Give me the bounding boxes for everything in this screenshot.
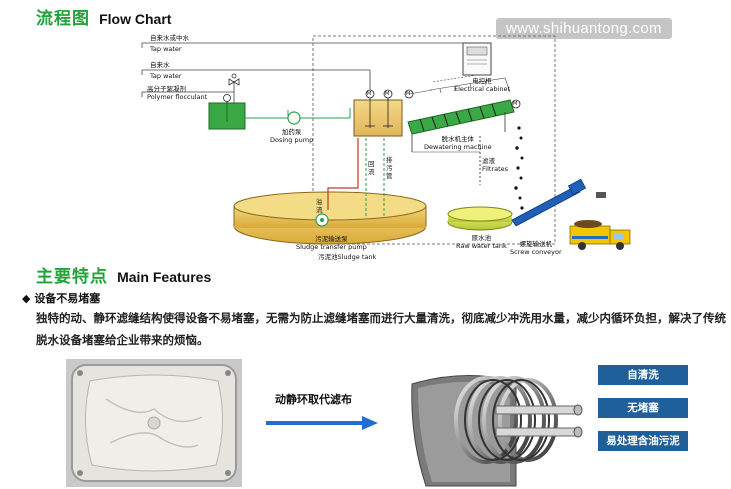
watermark: www.shihuantong.com bbox=[496, 18, 672, 39]
raw-water-tank-icon bbox=[447, 206, 513, 231]
transfer-pump-icon bbox=[315, 213, 329, 227]
sludge-tank-label: 污泥池Sludge tank bbox=[318, 253, 377, 261]
motor-icon bbox=[365, 89, 414, 99]
process-diagram bbox=[141, 35, 631, 250]
equipment-enclosure bbox=[312, 35, 556, 245]
spray-line bbox=[429, 77, 511, 94]
dewatering-machine-icon bbox=[407, 99, 515, 152]
motor-label: M bbox=[513, 101, 518, 107]
flocculant-line bbox=[141, 82, 235, 104]
feature-paragraph: 独特的动、静环滤缝结构使得设备不易堵塞，无需为防止滤缝堵塞而进行大量清洗，彻底减… bbox=[36, 311, 726, 347]
tap-water-line-1 bbox=[141, 42, 470, 48]
mixing-tank-icon bbox=[353, 96, 403, 137]
motor-label: M bbox=[385, 91, 390, 97]
motor-icon bbox=[511, 99, 521, 109]
features-title-cn: 主要特点 bbox=[36, 267, 108, 287]
moving-fixed-rings-image bbox=[411, 374, 583, 487]
screw-conveyor-icon bbox=[511, 178, 606, 227]
motor-label: M bbox=[367, 91, 372, 97]
features-title-en: Main Features bbox=[117, 269, 212, 285]
feature-subtitle: ◆ 设备不易堵塞 bbox=[22, 290, 100, 306]
dosing-line bbox=[245, 110, 289, 119]
main-features-title: 主要特点 Main Features bbox=[36, 262, 211, 287]
motor-label: M bbox=[406, 91, 411, 97]
badge-oily-sludge: 易处理含油污泥 bbox=[598, 431, 688, 451]
flow-title-en: Flow Chart bbox=[99, 11, 172, 27]
flow-chart-title: 流程图 Flow Chart bbox=[36, 4, 171, 29]
right-arrow-icon bbox=[266, 416, 378, 430]
overflow-label: 溢流 bbox=[316, 198, 323, 214]
replacement-arrow-label: 动静环取代滤布 bbox=[275, 393, 352, 406]
badge-self-cleaning: 自清洗 bbox=[598, 365, 688, 385]
flocculant-tank-icon bbox=[208, 94, 246, 130]
sludge-tank-icon bbox=[233, 191, 427, 245]
sludge-cake-drops bbox=[514, 126, 524, 210]
dosing-pump-icon bbox=[287, 108, 351, 125]
bullet-icon: ◆ bbox=[22, 292, 31, 305]
return-flow-label: 回流 bbox=[368, 160, 375, 176]
truck-icon bbox=[569, 220, 631, 250]
sludge-feed-line bbox=[327, 138, 359, 210]
electrical-cabinet-icon bbox=[462, 42, 492, 76]
control-line bbox=[431, 74, 478, 83]
filter-cloth-plate-image bbox=[66, 359, 242, 487]
badge-no-clogging: 无堵塞 bbox=[598, 398, 688, 418]
feature-subtitle-text: 设备不易堵塞 bbox=[34, 292, 101, 305]
valve-icon bbox=[228, 73, 240, 86]
sludge-pipe-label: 排污管 bbox=[386, 156, 393, 180]
flow-title-cn: 流程图 bbox=[36, 9, 90, 29]
